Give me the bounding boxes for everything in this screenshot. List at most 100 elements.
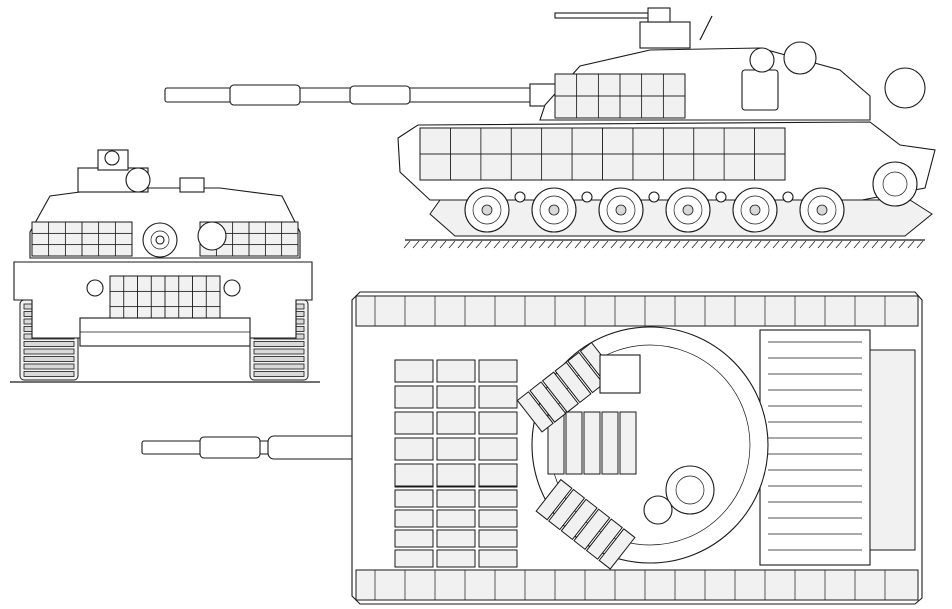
road-wheel-rim <box>673 195 703 225</box>
top-fender-upper <box>355 295 919 327</box>
snorkel-drum <box>884 67 926 109</box>
era-array-upper <box>516 341 617 433</box>
commander-cupola-side <box>639 21 691 49</box>
road-wheel-hub <box>481 204 493 216</box>
road-wheel-rim <box>472 195 502 225</box>
sight-box-top <box>599 354 641 394</box>
top-fender-lower <box>355 569 919 601</box>
mg-barrel-front <box>104 150 120 166</box>
headlight-right <box>223 279 241 297</box>
road-wheel-hub <box>749 204 761 216</box>
era-brick <box>478 549 518 568</box>
road-wheel-hub <box>548 204 560 216</box>
era-brick <box>560 498 598 541</box>
era-brick <box>478 359 518 383</box>
era-brick <box>554 361 592 404</box>
side-view <box>164 7 936 249</box>
era-brick <box>394 529 434 548</box>
era-brick <box>478 411 518 435</box>
era-brick <box>436 385 476 409</box>
era-brick <box>548 488 586 531</box>
track-link <box>23 348 75 355</box>
return-roller <box>581 191 593 203</box>
track-link <box>23 363 75 370</box>
road-wheel-hub <box>816 204 828 216</box>
era-brick <box>436 463 476 487</box>
era-brick <box>478 509 518 528</box>
front-view <box>10 149 320 383</box>
era-brick <box>478 437 518 461</box>
era-brick <box>394 463 434 487</box>
main-gun-barrel-side <box>164 83 561 107</box>
road-wheel-rim <box>539 195 569 225</box>
rear-fuel-tanks <box>869 349 916 551</box>
era-brick <box>394 509 434 528</box>
era-brick <box>436 529 476 548</box>
era-brick <box>535 478 573 521</box>
headlight-left <box>86 279 104 297</box>
era-brick <box>619 411 637 475</box>
era-brick <box>394 437 434 461</box>
track-link <box>253 348 305 355</box>
searchlight-side <box>783 41 817 75</box>
era-brick <box>662 95 686 119</box>
top-view <box>141 291 923 605</box>
era-brick <box>281 244 299 257</box>
engine-deck <box>759 329 871 566</box>
era-array-lower <box>535 478 636 570</box>
era-brick <box>598 528 636 570</box>
era-brick <box>436 489 476 508</box>
return-roller <box>715 191 727 203</box>
cupola-sight-front <box>125 167 151 193</box>
track-link <box>253 371 305 377</box>
mg-receiver-side <box>647 7 671 23</box>
road-wheel-hub <box>682 204 694 216</box>
era-brick <box>585 518 623 560</box>
antenna-side <box>699 15 713 41</box>
era-brick <box>601 411 619 475</box>
road-wheel-rim <box>807 195 837 225</box>
track-link <box>253 363 305 370</box>
sight-box-side <box>741 69 779 111</box>
era-brick <box>573 508 611 551</box>
return-roller <box>514 191 526 203</box>
era-brick <box>565 411 583 475</box>
era-brick <box>436 359 476 383</box>
era-brick <box>436 437 476 461</box>
era-brick <box>394 549 434 568</box>
return-roller <box>648 191 660 203</box>
era-brick <box>478 385 518 409</box>
era-brick <box>516 391 554 433</box>
track-link <box>253 356 305 362</box>
era-brick <box>478 463 518 487</box>
track-link <box>23 356 75 362</box>
era-brick <box>529 381 567 423</box>
era-brick <box>567 351 605 394</box>
era-brick <box>394 411 434 435</box>
era-brick <box>478 529 518 548</box>
era-brick <box>583 411 601 475</box>
searchlight-front <box>197 221 227 251</box>
road-wheel-rim <box>606 195 636 225</box>
cupola-sight-side <box>749 47 775 73</box>
loader-hatch-top <box>643 495 673 525</box>
track-link <box>253 341 305 347</box>
era-brick <box>541 371 579 413</box>
era-brick <box>436 549 476 568</box>
road-wheel-hub <box>615 204 627 216</box>
era-brick <box>394 385 434 409</box>
track-link <box>23 371 75 377</box>
era-brick <box>394 489 434 508</box>
era-brick <box>436 411 476 435</box>
era-brick <box>114 244 133 257</box>
drive-sprocket <box>872 161 918 207</box>
sight-box-front <box>179 177 205 193</box>
era-brick <box>436 509 476 528</box>
era-brick <box>478 489 518 508</box>
road-wheel-rim <box>740 195 770 225</box>
track-link <box>23 341 75 347</box>
return-roller <box>782 191 794 203</box>
commander-hatch-top <box>665 465 715 515</box>
